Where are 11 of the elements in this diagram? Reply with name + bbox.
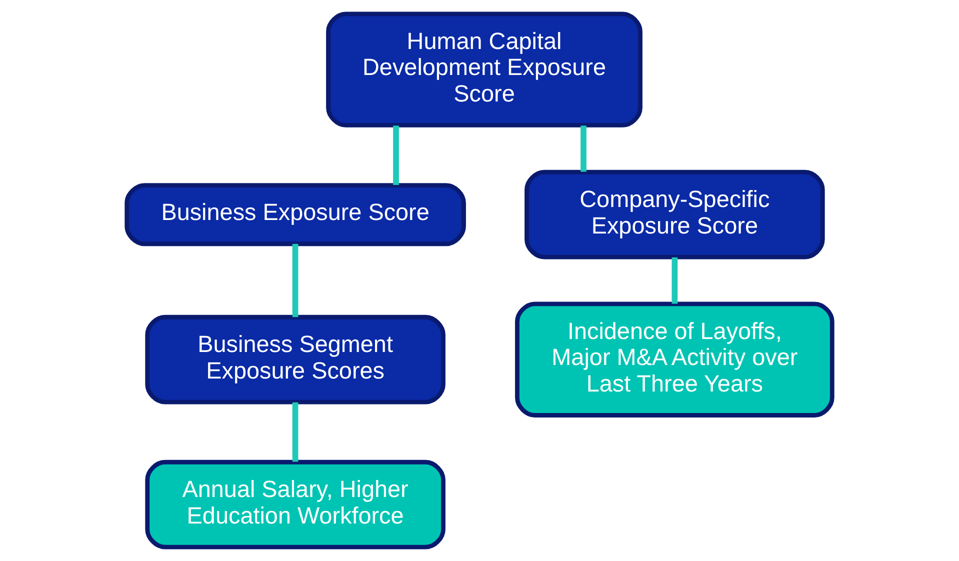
connector — [292, 244, 298, 318]
connector — [580, 126, 586, 172]
node-box: Human Capital Development Exposure Score — [326, 12, 642, 128]
node-box: Annual Salary, Higher Education Workforce — [145, 460, 446, 550]
connector — [292, 402, 298, 462]
connector — [393, 126, 399, 185]
node-box: Business Segment Exposure Scores — [145, 314, 446, 404]
node-box: Company-Specific Exposure Score — [524, 170, 825, 260]
node-box: Business Exposure Score — [124, 183, 466, 246]
node-box: Incidence of Layoffs, Major M&A Activity over Last Three Years — [515, 302, 834, 418]
connector — [672, 257, 678, 304]
